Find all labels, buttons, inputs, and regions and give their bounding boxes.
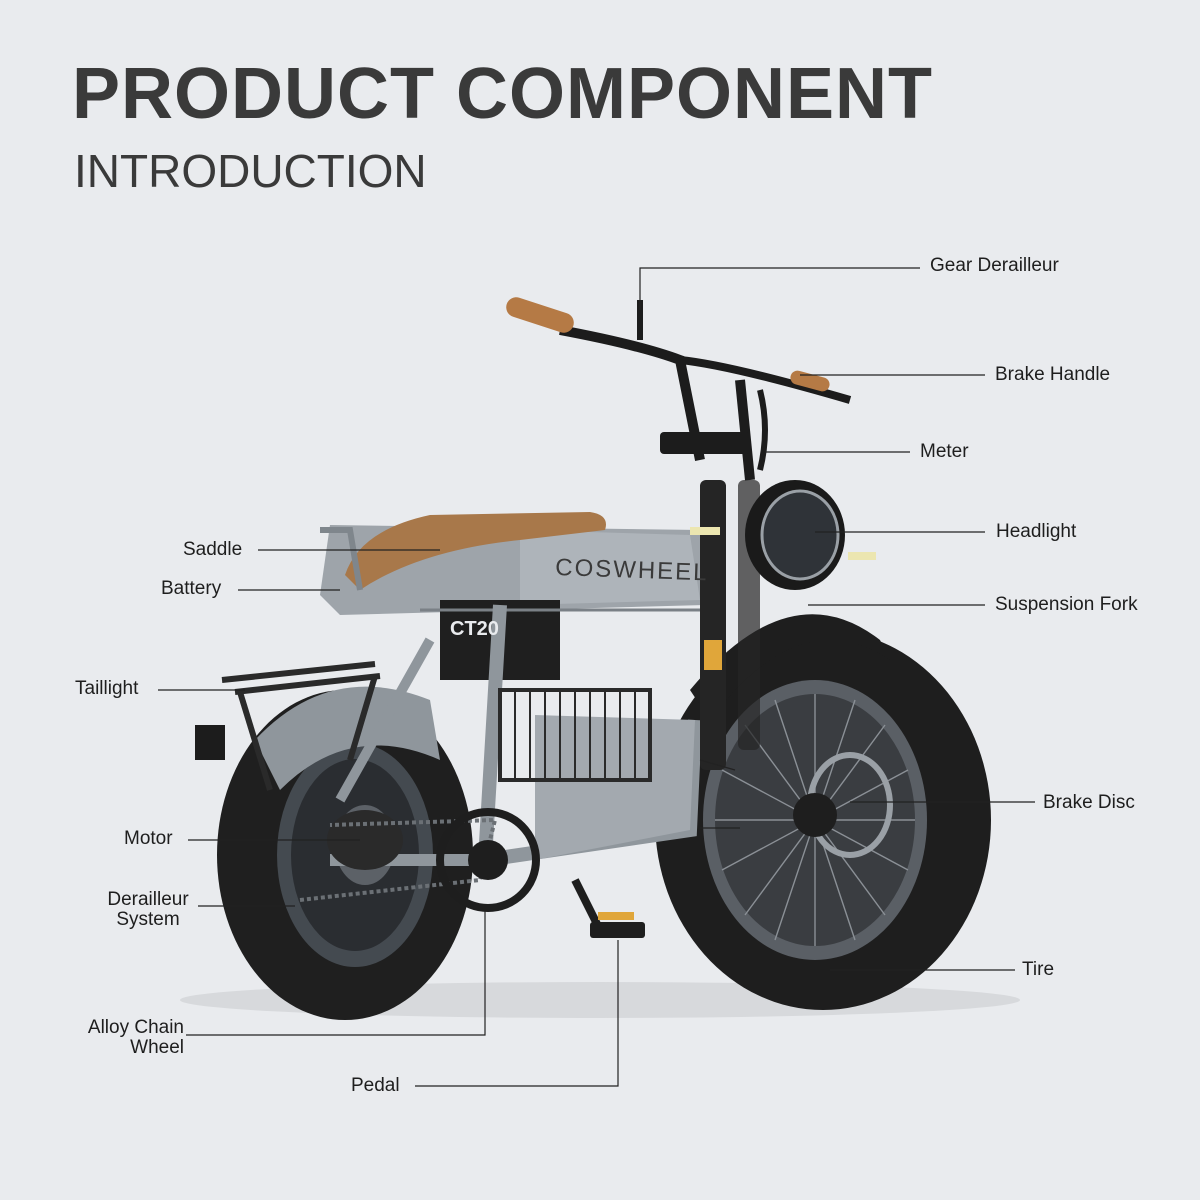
label-alloy-chain-wheel-line1: Alloy Chain — [87, 1017, 184, 1038]
headlight-shape — [690, 480, 876, 590]
label-alloy-chain-wheel-line2: Wheel — [130, 1037, 184, 1058]
display-meter — [660, 432, 750, 454]
label-meter: Meter — [920, 441, 969, 462]
label-derailleur-system: Derailleur System — [100, 890, 196, 930]
coil-cable — [757, 389, 768, 471]
crank-arm — [571, 878, 604, 932]
label-pedal: Pedal — [351, 1075, 400, 1096]
label-derailleur-system-line1: Derailleur — [107, 889, 189, 910]
label-taillight: Taillight — [75, 678, 139, 699]
label-motor: Motor — [124, 828, 173, 849]
right-grip — [790, 370, 830, 392]
page-title: PRODUCT COMPONENT — [72, 54, 933, 134]
label-gear-derailleur: Gear Derailleur — [930, 255, 1059, 276]
taillight-housing — [195, 725, 225, 760]
label-headlight: Headlight — [996, 521, 1077, 542]
label-battery: Battery — [161, 578, 222, 599]
rear-rack — [221, 661, 381, 791]
chainring — [436, 808, 540, 912]
label-saddle: Saddle — [183, 539, 243, 560]
page-subtitle: INTRODUCTION — [74, 145, 427, 197]
saddle-shape — [345, 512, 606, 590]
label-brake-disc: Brake Disc — [1043, 792, 1135, 813]
leader-lines — [158, 267, 1035, 1087]
pedal-shape — [590, 922, 645, 938]
saddle-rail — [320, 527, 363, 591]
label-brake-handle: Brake Handle — [995, 364, 1111, 385]
label-tire: Tire — [1022, 959, 1055, 980]
model-text: CT20 — [450, 618, 499, 640]
label-suspension-fork: Suspension Fork — [995, 594, 1138, 615]
label-derailleur-system-line2: System — [116, 909, 180, 930]
label-alloy-chain-wheel: Alloy Chain Wheel — [70, 1018, 184, 1058]
brand-text: COSWHEEL — [555, 554, 709, 586]
left-grip — [506, 297, 574, 333]
